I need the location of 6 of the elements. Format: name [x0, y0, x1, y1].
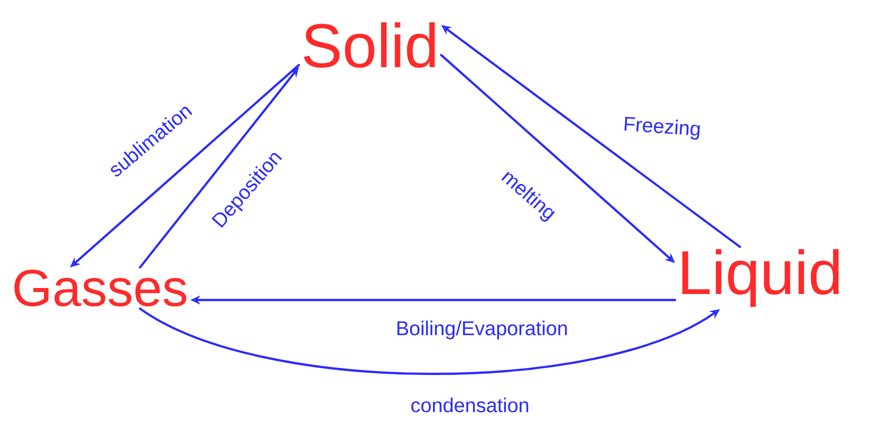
edge-label: condensation: [411, 398, 528, 412]
state-word: Liquid: [682, 249, 839, 307]
state-word: Solid: [304, 22, 435, 68]
edge-label: Boiling/Evaporation: [397, 320, 567, 340]
state-word: Gasses: [14, 270, 186, 306]
edge-label: Freezing: [624, 116, 700, 140]
